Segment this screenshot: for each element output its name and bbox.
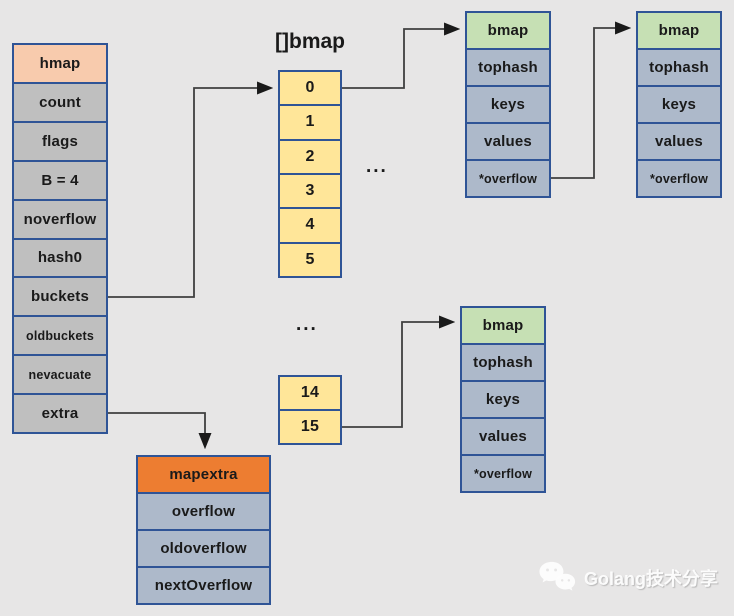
hmap-field-b: B = 4 bbox=[14, 159, 106, 199]
bmap2-field-values: values bbox=[638, 122, 720, 159]
bucket-cell-3: 3 bbox=[280, 172, 340, 208]
bucket-cell-4: 4 bbox=[280, 207, 340, 242]
hmap-field-noverflow: noverflow bbox=[14, 198, 106, 238]
bmap-node-2: bmap tophash keys values *overflow bbox=[636, 11, 722, 198]
hmap-struct: hmap count flags B = 4 noverflow hash0 b… bbox=[12, 43, 108, 434]
bucket-array-bottom: 14 15 bbox=[278, 375, 342, 445]
mapextra-struct: mapextra overflow oldoverflow nextOverfl… bbox=[136, 455, 271, 605]
hmap-field-hash0: hash0 bbox=[14, 237, 106, 277]
hmap-header: hmap bbox=[14, 45, 106, 82]
bmap2-field-tophash: tophash bbox=[638, 48, 720, 85]
watermark: Golang技术分享 bbox=[538, 560, 718, 596]
arrow-bucket15-to-bmap3 bbox=[342, 315, 456, 428]
arrow-bmap1-overflow-to-bmap2 bbox=[551, 21, 632, 179]
bmap3-field-overflow: *overflow bbox=[462, 454, 544, 491]
mapextra-header: mapextra bbox=[138, 457, 269, 492]
watermark-text: Golang技术分享 bbox=[584, 569, 718, 589]
hmap-field-flags: flags bbox=[14, 120, 106, 160]
bucket-array-title: []bmap bbox=[275, 30, 345, 53]
ellipsis-bottom: ... bbox=[296, 314, 318, 335]
mapextra-field-nextoverflow: nextOverflow bbox=[138, 566, 269, 603]
bucket-cell-2: 2 bbox=[280, 138, 340, 173]
bmap2-field-overflow: *overflow bbox=[638, 159, 720, 196]
hmap-field-oldbuckets: oldbuckets bbox=[14, 315, 106, 355]
mapextra-field-oldoverflow: oldoverflow bbox=[138, 529, 269, 566]
bmap2-header: bmap bbox=[638, 13, 720, 48]
hmap-field-buckets: buckets bbox=[14, 276, 106, 316]
ellipsis-top: ... bbox=[366, 156, 388, 177]
bmap3-field-keys: keys bbox=[462, 380, 544, 417]
bmap1-field-tophash: tophash bbox=[467, 48, 549, 85]
bmap1-field-keys: keys bbox=[467, 85, 549, 122]
bmap3-field-values: values bbox=[462, 417, 544, 454]
bmap-node-3: bmap tophash keys values *overflow bbox=[460, 306, 546, 493]
bmap1-field-overflow: *overflow bbox=[467, 159, 549, 196]
mapextra-field-overflow: overflow bbox=[138, 492, 269, 529]
bucket-cell-1: 1 bbox=[280, 104, 340, 139]
bucket-cell-0: 0 bbox=[280, 72, 340, 105]
hmap-field-extra: extra bbox=[14, 393, 106, 433]
wechat-icon bbox=[539, 561, 576, 591]
bucket-cell-5: 5 bbox=[280, 241, 340, 276]
bmap-node-1: bmap tophash keys values *overflow bbox=[465, 11, 551, 198]
bucket-cell-15: 15 bbox=[280, 409, 340, 443]
arrow-buckets-to-bucket0 bbox=[108, 81, 274, 298]
hmap-field-count: count bbox=[14, 81, 106, 121]
bmap3-header: bmap bbox=[462, 308, 544, 343]
bucket-cell-14: 14 bbox=[280, 377, 340, 409]
bmap1-header: bmap bbox=[467, 13, 549, 48]
hmap-field-nevacuate: nevacuate bbox=[14, 354, 106, 394]
bmap1-field-values: values bbox=[467, 122, 549, 159]
bucket-array-top: 0 1 2 3 4 5 bbox=[278, 70, 342, 278]
bmap3-field-tophash: tophash bbox=[462, 343, 544, 380]
arrow-extra-to-mapextra bbox=[108, 412, 212, 450]
bmap2-field-keys: keys bbox=[638, 85, 720, 122]
